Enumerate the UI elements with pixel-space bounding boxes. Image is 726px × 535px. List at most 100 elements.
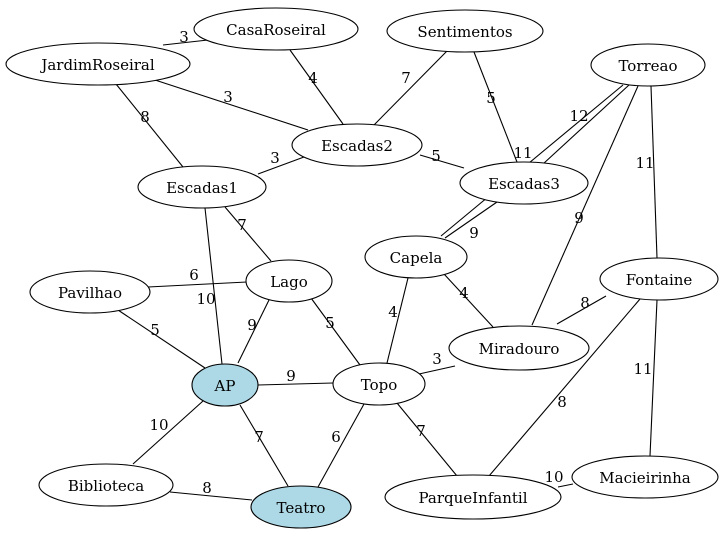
edge-torreao-miradouro <box>531 85 639 326</box>
node-ellipse[interactable] <box>459 161 589 205</box>
edge-weight-label: 9 <box>247 316 257 334</box>
node-ap[interactable]: AP <box>191 363 259 407</box>
edge-casaroseiral-escadas2 <box>289 49 344 125</box>
node-label: Biblioteca <box>68 477 144 495</box>
edge-ap-topo <box>257 382 334 386</box>
edge-weight-label: 6 <box>331 428 341 446</box>
node-parqueinfantil[interactable]: ParqueInfantil <box>384 474 562 520</box>
node-ellipse[interactable] <box>5 42 191 86</box>
node-label: Miradouro <box>479 340 560 358</box>
edge-weight-label: 3 <box>270 149 280 167</box>
node-escadas2[interactable]: Escadas2 <box>291 123 423 167</box>
node-jardimroseiral[interactable]: JardimRoseiral <box>5 42 191 86</box>
edge-macieirinha-parqueinfantil <box>557 483 574 488</box>
node-label: Teatro <box>277 499 326 517</box>
node-label: Capela <box>390 249 443 267</box>
node-label: Topo <box>361 376 398 394</box>
node-label: Fontaine <box>626 271 693 289</box>
edge-weight-label: 4 <box>459 284 469 302</box>
edge-escadas2-escadas3 <box>419 154 465 169</box>
node-ellipse[interactable] <box>291 123 423 167</box>
node-label: JardimRoseiral <box>39 56 155 74</box>
node-label: Escadas1 <box>166 179 238 197</box>
edge-weight-label: 7 <box>237 216 247 234</box>
node-ellipse[interactable] <box>332 362 426 406</box>
node-ellipse[interactable] <box>364 235 468 279</box>
edge-weight-label: 7 <box>254 428 264 446</box>
node-label: Torreao <box>618 57 677 75</box>
edge-weight-label: 3 <box>432 350 442 368</box>
node-teatro[interactable]: Teatro <box>250 485 352 529</box>
node-escadas3[interactable]: Escadas3 <box>459 161 589 205</box>
edge-weight-label: 6 <box>189 266 199 284</box>
edge-weight-label: 5 <box>431 147 441 165</box>
edge-torreao-capela <box>440 84 624 237</box>
node-ellipse[interactable] <box>599 257 719 301</box>
node-label: Escadas2 <box>321 137 393 155</box>
node-sentimentos[interactable]: Sentimentos <box>386 9 544 53</box>
node-label: Lago <box>270 273 308 291</box>
edge-torreao-fontaine <box>650 85 658 259</box>
edge-weight-label: 11 <box>633 360 652 378</box>
node-label: Macieirinha <box>599 469 690 487</box>
node-topo[interactable]: Topo <box>332 362 426 406</box>
node-macieirinha[interactable]: Macieirinha <box>571 455 719 499</box>
edge-weight-label: 4 <box>388 303 398 321</box>
edge-fontaine-miradouro <box>556 295 607 325</box>
edge-weight-label: 11 <box>635 154 654 172</box>
node-ellipse[interactable] <box>384 474 562 520</box>
edge-sentimentos-escadas2 <box>373 50 448 126</box>
edge-lago-topo <box>310 297 361 366</box>
node-capela[interactable]: Capela <box>364 235 468 279</box>
node-ellipse[interactable] <box>245 259 333 303</box>
edge-weight-label: 3 <box>179 28 189 46</box>
edge-ap-teatro <box>239 404 289 487</box>
node-escadas1[interactable]: Escadas1 <box>137 165 267 209</box>
edges-layer <box>115 39 658 501</box>
node-lago[interactable]: Lago <box>245 259 333 303</box>
node-ellipse[interactable] <box>386 9 544 53</box>
node-ellipse[interactable] <box>38 463 174 507</box>
node-ellipse[interactable] <box>193 7 359 51</box>
edge-topo-parqueinfantil <box>396 402 458 477</box>
node-ellipse[interactable] <box>448 325 590 371</box>
edge-weight-label: 8 <box>557 393 567 411</box>
edge-weight-label: 11 <box>513 144 532 162</box>
node-ellipse[interactable] <box>191 363 259 407</box>
node-ellipse[interactable] <box>137 165 267 209</box>
edge-fontaine-parqueinfantil <box>488 298 641 477</box>
edge-weight-label: 10 <box>149 416 168 434</box>
edge-weight-label: 3 <box>223 88 233 106</box>
node-label: Escadas3 <box>488 175 560 193</box>
node-casaroseiral[interactable]: CasaRoseiral <box>193 7 359 51</box>
node-label: Sentimentos <box>417 23 512 41</box>
edge-escadas1-escadas2 <box>257 156 305 175</box>
node-ellipse[interactable] <box>571 455 719 499</box>
edge-weight-label: 8 <box>580 294 590 312</box>
node-pavilhao[interactable]: Pavilhao <box>29 270 151 314</box>
node-fontaine[interactable]: Fontaine <box>599 257 719 301</box>
node-label: CasaRoseiral <box>226 21 326 39</box>
edge-pavilhao-ap <box>117 309 206 369</box>
node-ellipse[interactable] <box>590 43 706 87</box>
node-label: AP <box>214 377 236 395</box>
edge-weight-label: 5 <box>150 321 160 339</box>
node-miradouro[interactable]: Miradouro <box>448 325 590 371</box>
edge-weight-label: 8 <box>140 108 150 126</box>
node-torreao[interactable]: Torreao <box>590 43 706 87</box>
edge-weight-label: 9 <box>574 209 584 227</box>
node-ellipse[interactable] <box>29 270 151 314</box>
edge-weight-label: 9 <box>469 224 479 242</box>
edge-capela-topo <box>386 277 409 364</box>
edge-weight-label: 7 <box>401 69 411 87</box>
node-biblioteca[interactable]: Biblioteca <box>38 463 174 507</box>
edge-weight-label: 10 <box>196 290 215 308</box>
edge-weight-label: 9 <box>286 367 296 385</box>
node-label: ParqueInfantil <box>418 489 527 507</box>
node-ellipse[interactable] <box>250 485 352 529</box>
edge-weight-label: 10 <box>544 468 563 486</box>
edge-topo-miradouro <box>418 365 456 375</box>
